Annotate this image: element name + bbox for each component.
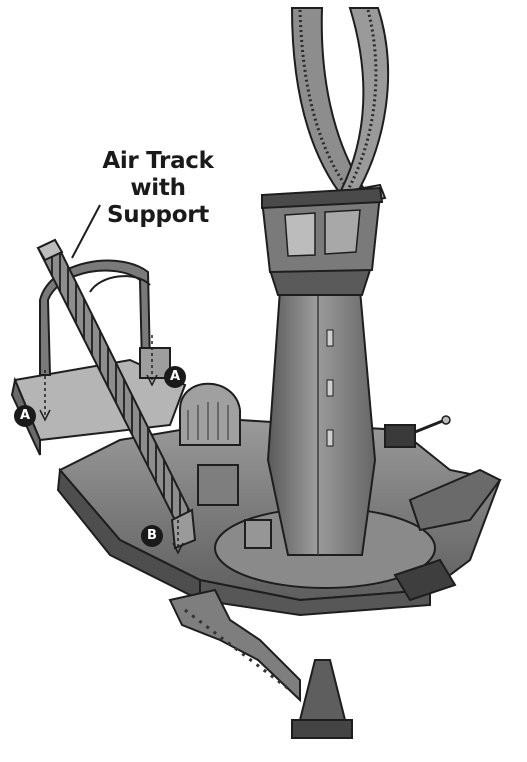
marker-b: B	[141, 525, 163, 547]
lower-track	[168, 588, 353, 739]
tower	[260, 186, 384, 556]
air-track-label: Air Track with Support	[78, 148, 238, 229]
insertion-arrows	[39, 335, 184, 555]
air-track-label-line-1: Air Track	[102, 148, 214, 174]
callout-leader-line	[71, 204, 101, 259]
marker-a-right: A	[164, 366, 186, 388]
air-track-label-line-2: with Support	[107, 175, 209, 228]
loop-track	[268, 7, 390, 220]
marker-a-left: A	[14, 405, 36, 427]
